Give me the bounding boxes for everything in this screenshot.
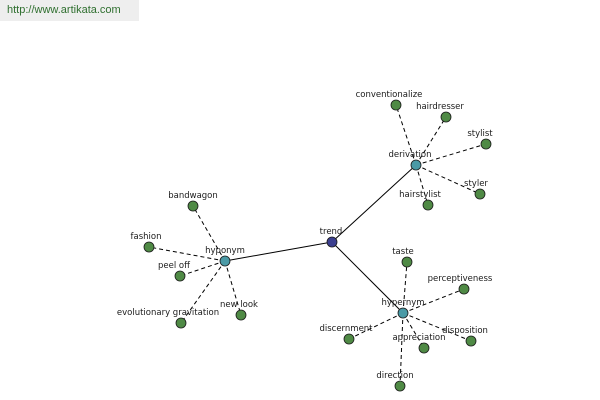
node-appreciation[interactable] (418, 342, 430, 354)
label-bandwagon: bandwagon (168, 191, 218, 201)
node-bandwagon[interactable] (187, 200, 199, 212)
edge-derivation-conventionalize (395, 104, 417, 166)
edge-hyponym-fashion (148, 246, 226, 262)
edge-trend-hypernym (331, 241, 404, 314)
node-peel-off[interactable] (174, 270, 186, 282)
node-discernment[interactable] (343, 333, 355, 345)
edge-hyponym-new-look (224, 260, 242, 316)
edge-hypernym-perceptiveness (402, 288, 465, 314)
node-hairstylist[interactable] (422, 199, 434, 211)
graph-nodes (143, 99, 492, 392)
node-direction[interactable] (394, 380, 406, 392)
edge-derivation-styler (415, 164, 481, 195)
label-discernment: discernment (319, 324, 373, 334)
edge-derivation-stylist (415, 143, 487, 166)
node-derivation[interactable] (410, 159, 422, 171)
label-derivation: derivation (388, 150, 431, 160)
edge-derivation-hairdresser (415, 116, 447, 166)
node-fashion[interactable] (143, 241, 155, 253)
label-peel-off: peel off (158, 261, 191, 271)
label-new-look: new look (220, 300, 258, 310)
label-appreciation: appreciation (392, 333, 445, 343)
site-url[interactable]: http://www.artikata.com (0, 0, 139, 21)
graph-edges (148, 104, 487, 387)
edge-hyponym-evolutionary-gravitation (180, 260, 226, 324)
label-disposition: disposition (442, 326, 488, 336)
node-hairdresser[interactable] (440, 111, 452, 123)
edge-trend-hyponym (224, 241, 333, 262)
edge-trend-derivation (331, 164, 417, 243)
edge-hypernym-discernment (348, 312, 404, 340)
label-conventionalize: conventionalize (356, 90, 423, 100)
node-taste[interactable] (401, 256, 413, 268)
node-hypernym[interactable] (397, 307, 409, 319)
label-trend: trend (320, 227, 343, 237)
label-hyponym: hyponym (205, 246, 245, 256)
label-perceptiveness: perceptiveness (428, 274, 493, 284)
label-hypernym: hypernym (381, 298, 424, 308)
label-direction: direction (376, 371, 413, 381)
label-hairstylist: hairstylist (399, 190, 441, 200)
label-styler: styler (464, 179, 488, 189)
edge-hypernym-disposition (402, 312, 472, 342)
label-evolutionary-gravitation: evolutionary gravitation (117, 308, 219, 318)
label-stylist: stylist (467, 129, 493, 139)
label-hairdresser: hairdresser (416, 102, 464, 112)
node-disposition[interactable] (465, 335, 477, 347)
edge-hyponym-bandwagon (192, 205, 226, 262)
node-stylist[interactable] (480, 138, 492, 150)
edge-hyponym-peel-off (179, 260, 226, 277)
node-styler[interactable] (474, 188, 486, 200)
label-taste: taste (392, 247, 414, 257)
node-trend[interactable] (326, 236, 338, 248)
node-perceptiveness[interactable] (458, 283, 470, 295)
edge-hypernym-direction (399, 312, 404, 387)
node-conventionalize[interactable] (390, 99, 402, 111)
edge-hypernym-taste (402, 261, 408, 314)
node-new-look[interactable] (235, 309, 247, 321)
label-fashion: fashion (131, 232, 162, 242)
node-evolutionary-gravitation[interactable] (175, 317, 187, 329)
graph-labels: trend derivation hyponym hypernym convention… (117, 90, 493, 381)
node-hyponym[interactable] (219, 255, 231, 267)
